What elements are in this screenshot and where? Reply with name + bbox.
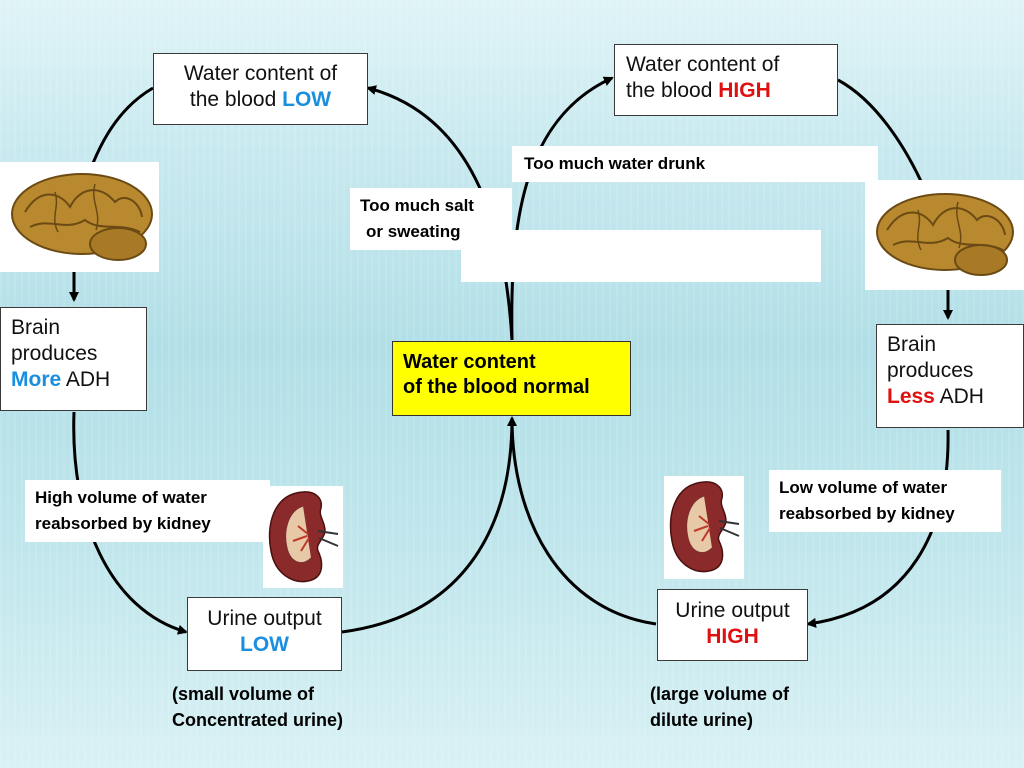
urine-low-caption-line1: (small volume of xyxy=(172,684,315,704)
arrow-less-adh-to-urine-high xyxy=(806,429,950,628)
normal-line2: of the blood normal xyxy=(403,376,590,398)
brain-image-left xyxy=(0,162,159,272)
brain-less-word: Less xyxy=(887,385,935,408)
water-content-low-box: Water content of the blood LOW xyxy=(153,53,368,125)
high-reabsorb-label: High volume of water reabsorbed by kidne… xyxy=(25,480,270,542)
brain-less-adh-box: Brain produces Less ADH xyxy=(876,324,1024,428)
brain-left-line1: Brain xyxy=(11,316,61,339)
water-high-line1: Water content of xyxy=(626,53,780,76)
low-reabsorb-line1: Low volume of water xyxy=(779,478,948,497)
brain-more-word: More xyxy=(11,368,62,391)
water-low-line2: the blood xyxy=(189,88,277,111)
water-high-line2-row: the blood HIGH xyxy=(626,78,837,104)
urine-low-line1: Urine output xyxy=(207,607,322,630)
brain-right-line3: Less ADH xyxy=(887,384,1023,410)
arrow-normal-to-low xyxy=(366,85,514,341)
urine-low-caption-line2: Concentrated urine) xyxy=(172,710,344,730)
kidney-image-right xyxy=(664,476,744,579)
low-reabsorb-line2: reabsorbed by kidney xyxy=(779,504,955,523)
brain-right-line2: produces xyxy=(887,359,974,382)
arrow-urine-low-to-normal xyxy=(341,416,517,634)
salt-sweating-label: Too much salt or sweating xyxy=(350,188,512,250)
urine-low-caption: (small volume of Concentrated urine) xyxy=(172,681,343,733)
water-content-high-box: Water content of the blood HIGH xyxy=(614,44,838,116)
high-reabsorb-line2: reabsorbed by kidney xyxy=(35,514,211,533)
brain-more-adh-box: Brain produces More ADH xyxy=(0,307,147,411)
urine-high-caption-line1: (large volume of xyxy=(650,684,790,704)
water-low-line1: Water content of xyxy=(183,62,338,85)
urine-high-line1: Urine output xyxy=(675,599,790,622)
kidney-image-left xyxy=(263,486,343,588)
urine-output-low-box: Urine output LOW xyxy=(187,597,342,671)
salt-line1: Too much salt xyxy=(360,196,474,215)
normal-line1: Water content xyxy=(403,351,536,373)
brain-left-line3: More ADH xyxy=(11,367,146,393)
arrow-more-adh-to-urine-low xyxy=(72,411,188,635)
arrow-normal-to-high xyxy=(510,76,614,341)
brain-right-adh: ADH xyxy=(939,385,984,408)
urine-low-level: LOW xyxy=(240,633,289,656)
arrow-urine-high-to-normal xyxy=(510,417,657,626)
blank-label-patch xyxy=(461,230,821,282)
arrow-high-to-brain xyxy=(837,78,927,191)
high-reabsorb-line1: High volume of water xyxy=(35,488,207,507)
water-high-level: HIGH xyxy=(718,79,771,102)
too-much-water-text: Too much water drunk xyxy=(524,154,706,173)
urine-high-caption: (large volume of dilute urine) xyxy=(650,681,789,733)
water-high-line2: the blood xyxy=(626,79,713,102)
water-low-line2-row: the blood LOW xyxy=(154,87,367,113)
brain-image-right xyxy=(865,180,1024,290)
urine-output-high-box: Urine output HIGH xyxy=(657,589,808,661)
too-much-water-label: Too much water drunk xyxy=(512,146,878,182)
water-low-level: LOW xyxy=(282,88,332,111)
brain-left-line2: produces xyxy=(11,342,98,365)
low-reabsorb-label: Low volume of water reabsorbed by kidney xyxy=(769,470,1001,532)
brain-right-line1: Brain xyxy=(887,333,937,356)
urine-high-level: HIGH xyxy=(706,625,759,648)
salt-line2: or sweating xyxy=(366,222,461,241)
water-content-normal-box: Water content of the blood normal xyxy=(392,341,631,416)
brain-left-adh: ADH xyxy=(65,368,111,391)
urine-high-caption-line2: dilute urine) xyxy=(650,710,753,730)
